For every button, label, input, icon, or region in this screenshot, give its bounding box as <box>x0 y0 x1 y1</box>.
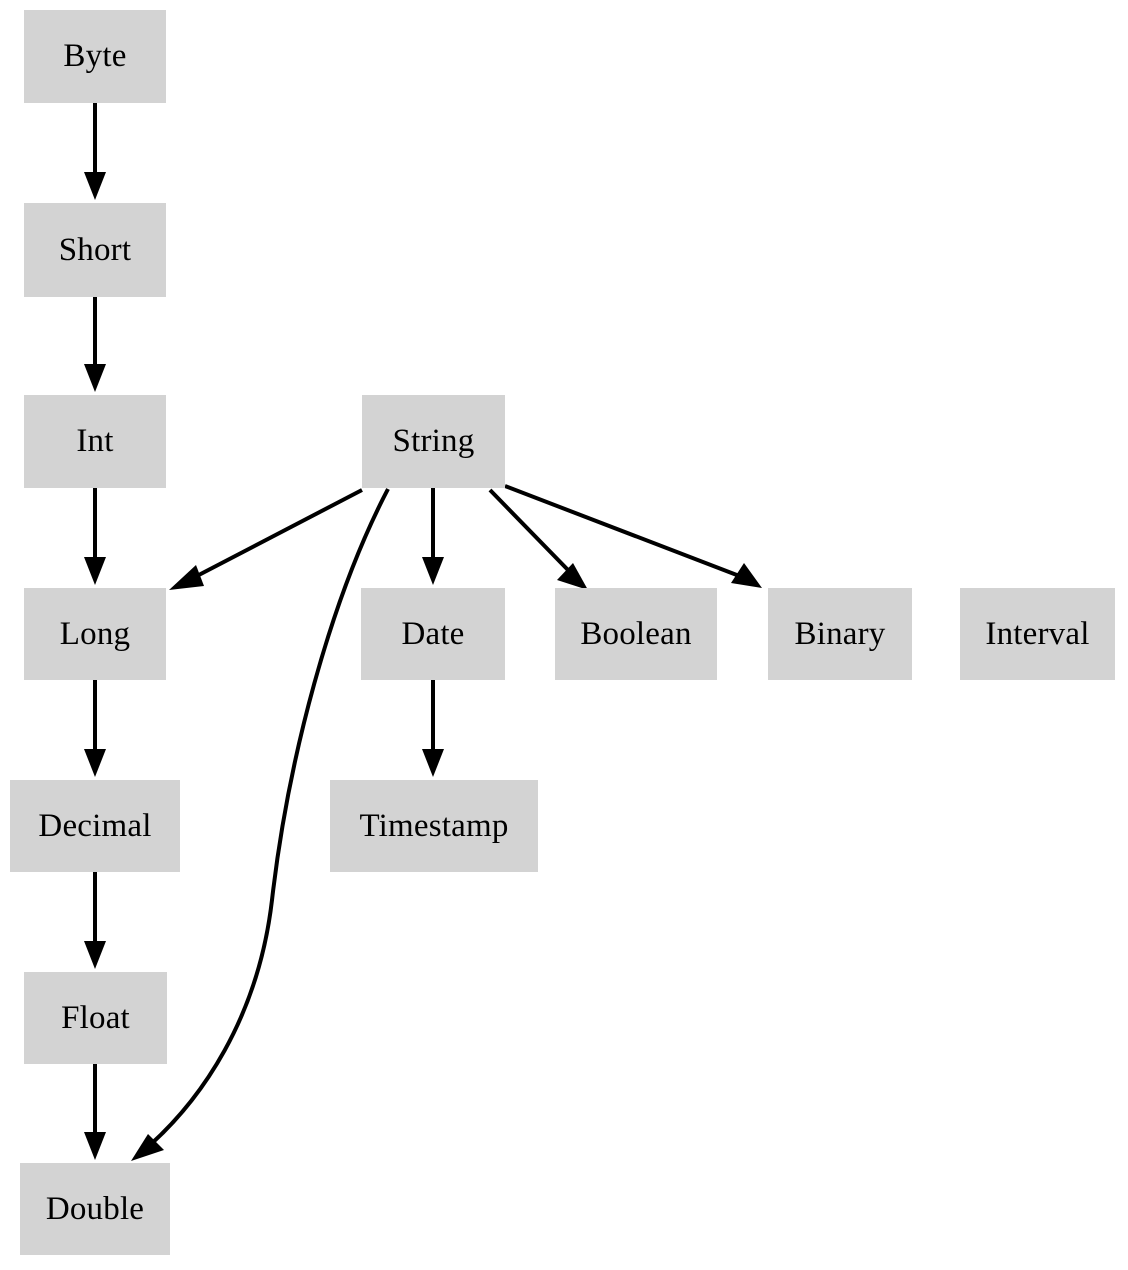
node-date-label: Date <box>401 615 465 652</box>
edge-long-decimal <box>84 680 106 777</box>
node-boolean-label: Boolean <box>580 615 692 652</box>
edge-string-long <box>169 488 363 590</box>
node-decimal[interactable]: Decimal <box>10 780 180 872</box>
node-long-label: Long <box>59 615 131 652</box>
node-double-label: Double <box>45 1190 145 1227</box>
edge-string-date <box>422 488 444 585</box>
node-date[interactable]: Date <box>361 588 505 680</box>
node-double[interactable]: Double <box>20 1163 170 1255</box>
node-interval[interactable]: Interval <box>960 588 1115 680</box>
node-int-label: Int <box>76 423 114 459</box>
edge-float-double <box>84 1064 106 1160</box>
node-byte-label: Byte <box>63 38 127 74</box>
edge-int-long <box>84 488 106 585</box>
node-timestamp-label: Timestamp <box>359 807 509 844</box>
node-string[interactable]: String <box>362 395 505 488</box>
node-interval-label: Interval <box>985 615 1090 652</box>
edge-byte-short <box>84 103 106 200</box>
node-boolean[interactable]: Boolean <box>555 588 717 680</box>
node-binary-label: Binary <box>794 615 886 652</box>
node-string-label: String <box>392 423 475 459</box>
edge-string-binary <box>504 484 762 588</box>
edge-decimal-float <box>84 872 106 969</box>
node-byte[interactable]: Byte <box>24 10 166 103</box>
node-binary[interactable]: Binary <box>768 588 912 680</box>
edge-date-timestamp <box>422 680 444 777</box>
node-float-label: Float <box>61 999 130 1036</box>
node-int[interactable]: Int <box>24 395 166 488</box>
node-long[interactable]: Long <box>24 588 166 680</box>
edge-string-boolean <box>488 488 588 590</box>
node-decimal-label: Decimal <box>38 807 152 844</box>
node-float[interactable]: Float <box>24 972 167 1064</box>
node-timestamp[interactable]: Timestamp <box>330 780 538 872</box>
node-short[interactable]: Short <box>24 203 166 297</box>
edge-short-int <box>84 297 106 392</box>
node-short-label: Short <box>58 231 132 268</box>
